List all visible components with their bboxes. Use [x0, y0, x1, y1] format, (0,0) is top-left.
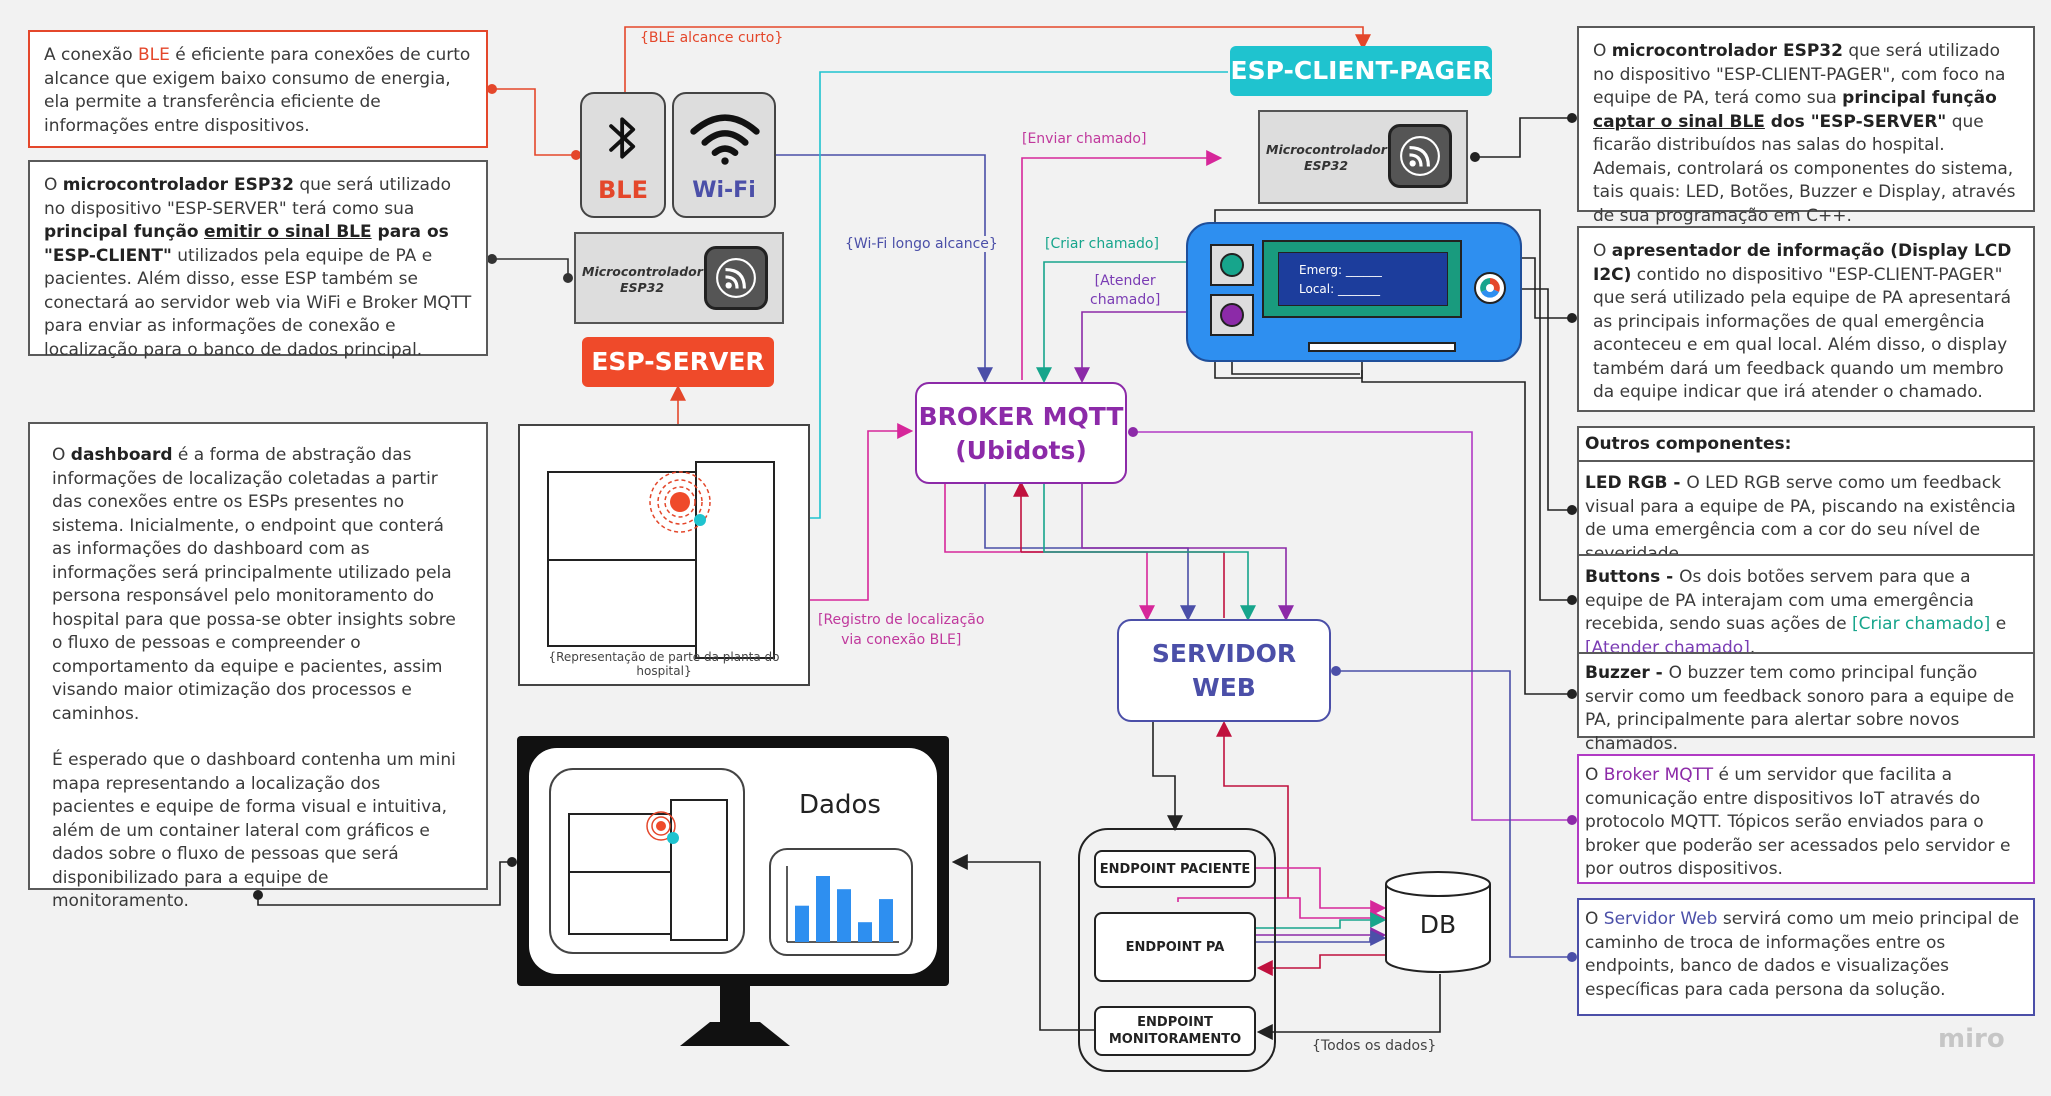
espressif-icon: [704, 246, 768, 310]
wifi-icon: [690, 114, 760, 165]
endpoint-pa: ENDPOINT PA: [1094, 912, 1256, 982]
server-description-box: O Servidor Web servirá como um meio prin…: [1577, 898, 2035, 1016]
pager-device: Emerg: ______ Local: _______: [1186, 222, 1522, 362]
buzzer-description-box: Buzzer - O buzzer tem como principal fun…: [1577, 652, 2035, 754]
label-atender-2: chamado]: [1090, 292, 1161, 308]
broker-title-2: (Ubidots): [955, 436, 1087, 465]
mini-chart-bar: [858, 922, 872, 942]
database: [1385, 871, 1491, 973]
buzzer: [1308, 342, 1456, 352]
broker-title-1: BROKER MQTT: [918, 402, 1124, 431]
endpoint-monitoramento: ENDPOINT MONITORAMENTO: [1094, 1006, 1256, 1056]
ble-label: BLE: [598, 176, 648, 204]
micro-label-1: Microcontrolador: [1266, 142, 1387, 157]
lcd-line-emergency: Emerg: ______: [1299, 263, 1382, 277]
monitor-stand: [680, 984, 790, 1046]
monitor-screen: Dados: [529, 748, 937, 974]
mini-map: [549, 768, 745, 954]
label-enviar-chamado: [Enviar chamado]: [1022, 131, 1147, 147]
label-ble-short-range: {BLE alcance curto}: [640, 30, 784, 46]
server-title-2: WEB: [1192, 673, 1256, 702]
label-atender-1: [Atender: [1094, 273, 1156, 289]
floorplan: {Representação de parte da planta do hos…: [518, 424, 810, 686]
floorplan-caption: {Representação de parte da planta do hos…: [548, 650, 780, 678]
pager-button-create[interactable]: [1210, 244, 1254, 286]
wifi-icon-card: Wi-Fi: [672, 92, 776, 218]
ble-description-box: A conexão BLE é eficiente para conexões …: [28, 30, 488, 148]
endpoint-paciente: ENDPOINT PACIENTE: [1094, 850, 1256, 888]
mini-chart-bar: [879, 899, 893, 942]
esp-server-description-box: O microcontrolador ESP32 que será utiliz…: [28, 160, 488, 360]
lcd-display: Emerg: ______ Local: _______: [1262, 240, 1462, 318]
endpoint-monitoramento-2: MONITORAMENTO: [1108, 1032, 1242, 1047]
endpoint-monitoramento-1: ENDPOINT: [1137, 1015, 1213, 1030]
monitor: Dados: [517, 736, 949, 986]
label-atender-chamado: [Atender chamado]: [1090, 272, 1160, 310]
micro-label-2: ESP32: [619, 280, 665, 295]
pager-esp32-description-box: O microcontrolador ESP32 que será utiliz…: [1577, 26, 2035, 226]
label-criar-chamado: [Criar chamado]: [1045, 236, 1159, 252]
display-description-box: O apresentador de informação (Display LC…: [1577, 226, 2035, 412]
label-registro-2: via conexão BLE]: [841, 632, 962, 648]
broker-mqtt: BROKER MQTT (Ubidots): [915, 382, 1127, 484]
lcd-line-location: Local: _______: [1299, 282, 1380, 296]
dashboard-description-box: O dashboard é a forma de abstração das i…: [28, 422, 488, 911]
buttons-description-box: Buttons - Os dois botões servem para que…: [1577, 554, 2035, 658]
components-header-box: Outros componentes:: [1577, 426, 2035, 462]
ble-icon-card: BLE: [580, 92, 666, 218]
bluetooth-icon: [609, 117, 636, 159]
floorplan-drawing: [547, 461, 775, 659]
micro-label-1: Microcontrolador: [582, 264, 703, 279]
mini-chart: [769, 848, 913, 956]
mini-chart-bar: [837, 889, 851, 942]
pager-button-attend[interactable]: [1210, 294, 1254, 336]
data-label: Dados: [799, 790, 881, 820]
db-label: DB: [1419, 910, 1457, 939]
broker-description-box: O Broker MQTT é um servidor que facilita…: [1577, 754, 2035, 884]
label-registro-1: [Registro de localização: [818, 612, 985, 628]
endpoints-group: [1078, 828, 1276, 1072]
label-todos-os-dados: {Todos os dados}: [1312, 1038, 1437, 1054]
server-title-1: SERVIDOR: [1151, 639, 1297, 668]
wifi-label: Wi-Fi: [692, 178, 756, 203]
esp-server-title: ESP-SERVER: [582, 337, 774, 387]
components-header: Outros componentes:: [1585, 434, 1792, 454]
mini-chart-bar: [795, 905, 809, 942]
label-wifi-long-range: {Wi-Fi longo alcance}: [845, 236, 998, 252]
miro-watermark: miro: [1938, 1024, 2005, 1054]
espressif-icon: [1388, 124, 1452, 188]
micro-label-2: ESP32: [1303, 158, 1349, 173]
servidor-web: SERVIDOR WEB: [1117, 619, 1331, 722]
led-description-box: LED RGB - O LED RGB serve como um feedba…: [1577, 460, 2035, 564]
rgb-led: [1474, 272, 1506, 304]
label-registro-localizacao: [Registro de localização via conexão BLE]: [818, 610, 984, 650]
esp-client-pager-title: ESP-CLIENT-PAGER: [1230, 46, 1492, 96]
mini-chart-bar: [816, 876, 830, 942]
